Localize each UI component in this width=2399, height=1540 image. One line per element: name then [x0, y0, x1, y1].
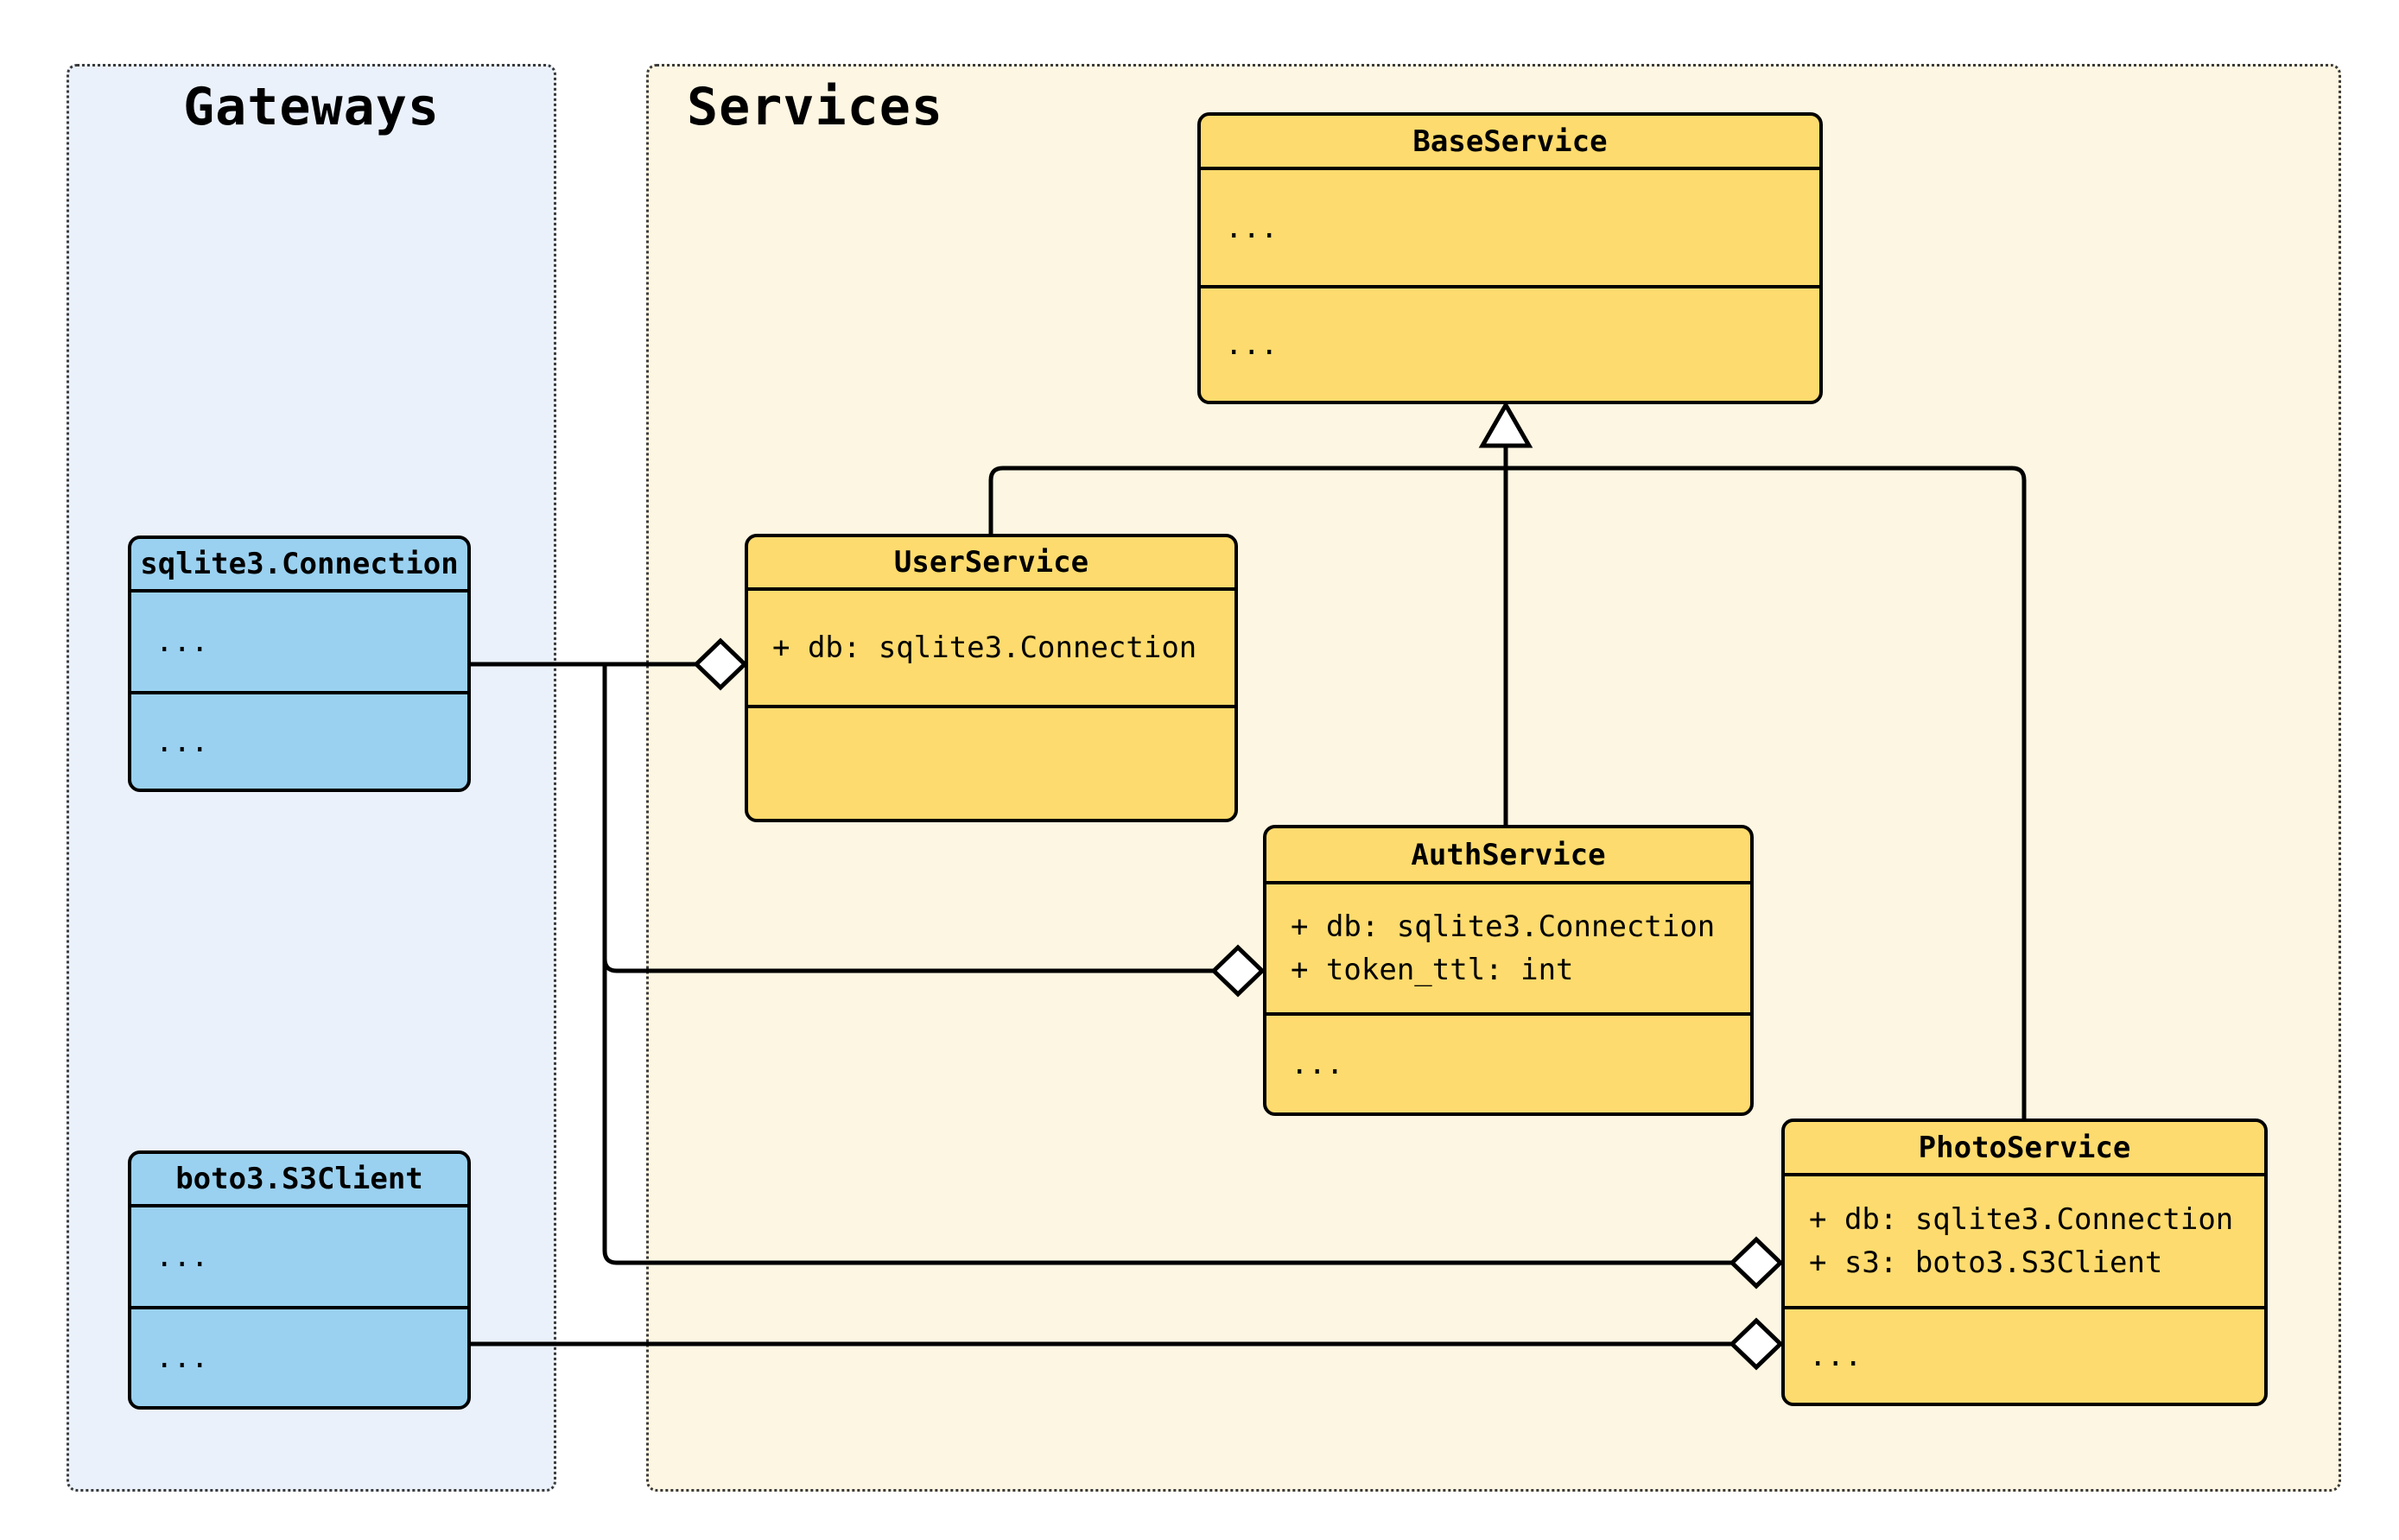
class-box-authservice: AuthService + db: sqlite3.Connection + t…	[1263, 825, 1754, 1116]
attribute-line: + db: sqlite3.Connection	[1291, 909, 1716, 944]
class-box-sqlite3-connection: sqlite3.Connection ... ...	[128, 536, 471, 792]
class-methods-compartment: ...	[1201, 288, 1819, 401]
services-panel-title: Services	[687, 77, 943, 137]
attribute-line: ...	[155, 624, 209, 659]
class-title: sqlite3.Connection	[131, 539, 467, 593]
attribute-line: + db: sqlite3.Connection	[772, 631, 1197, 665]
class-title: BaseService	[1201, 116, 1819, 170]
attribute-line: + s3: boto3.S3Client	[1809, 1245, 2163, 1280]
attribute-line: ...	[155, 1239, 209, 1274]
method-line: ...	[1809, 1339, 1863, 1373]
class-box-baseservice: BaseService ... ...	[1197, 112, 1823, 404]
class-attributes-compartment: ...	[1201, 170, 1819, 288]
class-methods-compartment: ...	[131, 1309, 467, 1406]
class-title: PhotoService	[1785, 1122, 2264, 1176]
attribute-line: + db: sqlite3.Connection	[1809, 1202, 2234, 1237]
class-title: UserService	[748, 537, 1234, 591]
method-line: ...	[1291, 1047, 1344, 1081]
class-methods-compartment: ...	[131, 694, 467, 789]
attribute-line: ...	[1225, 210, 1279, 245]
attribute-line: + token_ttl: int	[1291, 953, 1574, 987]
class-methods-compartment: ...	[1266, 1016, 1750, 1112]
class-methods-compartment	[748, 708, 1234, 819]
method-line: ...	[155, 1340, 209, 1375]
class-attributes-compartment: ...	[131, 1207, 467, 1309]
class-box-photoservice: PhotoService + db: sqlite3.Connection + …	[1781, 1119, 2268, 1406]
class-title: AuthService	[1266, 828, 1750, 884]
class-methods-compartment: ...	[1785, 1309, 2264, 1403]
class-box-boto3-s3client: boto3.S3Client ... ...	[128, 1150, 471, 1410]
class-attributes-compartment: + db: sqlite3.Connection + token_ttl: in…	[1266, 884, 1750, 1016]
method-line: ...	[1225, 327, 1279, 362]
class-attributes-compartment: ...	[131, 593, 467, 694]
method-line: ...	[155, 724, 209, 759]
class-box-userservice: UserService + db: sqlite3.Connection	[745, 534, 1238, 822]
class-attributes-compartment: + db: sqlite3.Connection + s3: boto3.S3C…	[1785, 1176, 2264, 1309]
gateways-panel-title: Gateways	[183, 77, 440, 137]
class-title: boto3.S3Client	[131, 1154, 467, 1207]
class-attributes-compartment: + db: sqlite3.Connection	[748, 591, 1234, 708]
